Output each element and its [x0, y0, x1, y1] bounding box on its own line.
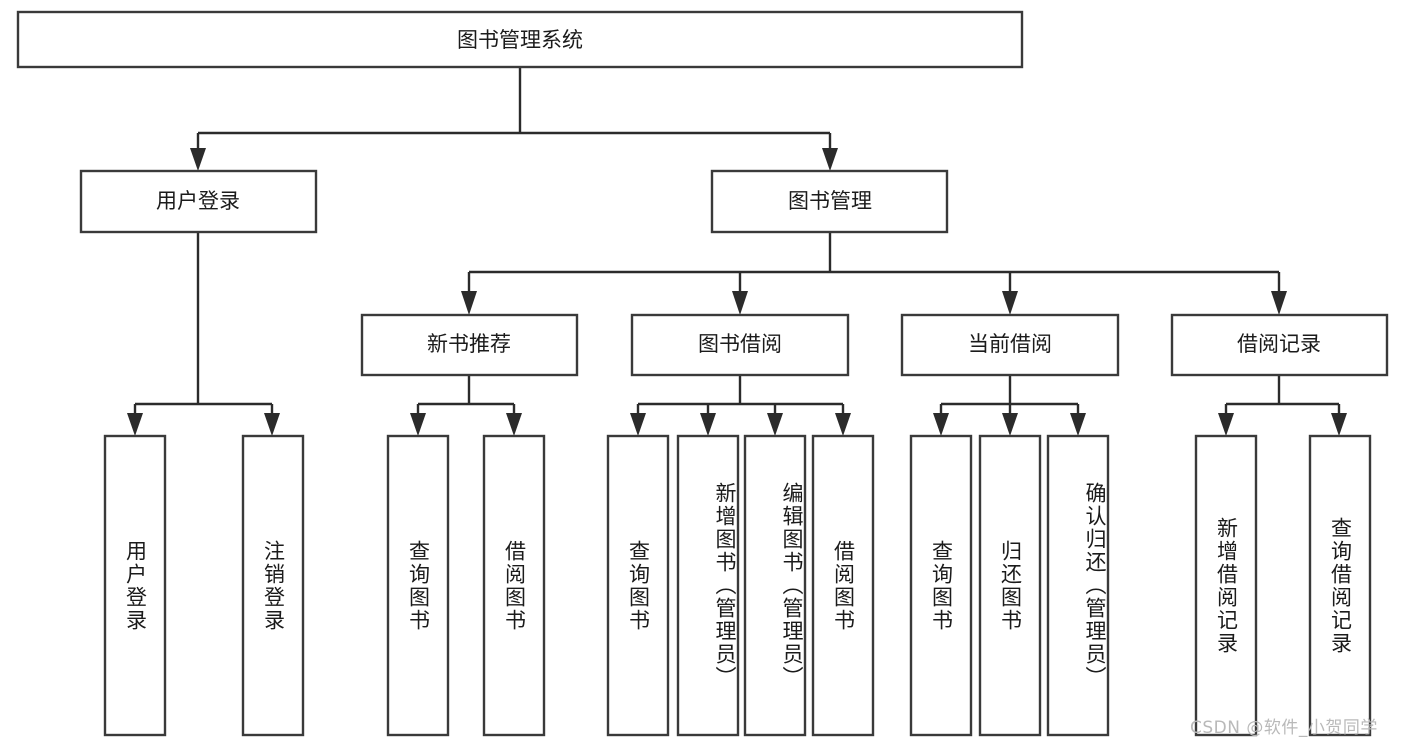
connectors-layer	[127, 67, 1347, 436]
nodes-layer: 图书管理系统 用户登录 图书管理 新书推荐 图书借阅 当前借阅 借阅记录	[16, 10, 1389, 737]
arrowhead-leaf-borrow-book-b	[835, 413, 851, 436]
node-user-login-label: 用户登录	[156, 189, 240, 213]
arrowhead-leaf-query-book-c	[933, 413, 949, 436]
leaf-box-borrow-book-a[interactable]	[482, 434, 546, 737]
leaf-box-user-login[interactable]	[103, 434, 167, 737]
node-current-borrow-box[interactable]	[900, 313, 1120, 377]
leaf-box-add-borrow-record[interactable]	[1194, 434, 1258, 737]
arrowhead-user-login	[190, 148, 206, 171]
leaf-box-query-book-a[interactable]	[386, 434, 450, 737]
arrowhead-leaf-add-book	[700, 413, 716, 436]
arrowhead-leaf-return-book	[1002, 413, 1018, 436]
leaf-box-return-book[interactable]	[978, 434, 1042, 737]
arrowhead-leaf-query-book-a	[410, 413, 426, 436]
arrowhead-leaf-confirm-return	[1070, 413, 1086, 436]
leaf-box-logout[interactable]	[241, 434, 305, 737]
node-book-manage-label: 图书管理	[788, 189, 872, 213]
leaf-box-query-book-c[interactable]	[909, 434, 973, 737]
leaf-box-edit-book-admin[interactable]	[743, 434, 807, 737]
leaf-box-borrow-book-b[interactable]	[811, 434, 875, 737]
node-user-login-box[interactable]	[79, 169, 318, 234]
node-book-borrow-label: 图书借阅	[698, 332, 782, 356]
leaf-box-query-book-b[interactable]	[606, 434, 670, 737]
node-current-borrow-label: 当前借阅	[968, 332, 1052, 356]
arrowhead-leaf-edit-book	[767, 413, 783, 436]
arrowhead-leaf-query-book-b	[630, 413, 646, 436]
leaf-box-confirm-return-admin[interactable]	[1046, 434, 1110, 737]
arrowhead-leaf-user-login	[127, 413, 143, 436]
arrowhead-book-manage	[822, 148, 838, 171]
arrowhead-current-borrow	[1002, 291, 1018, 315]
node-borrow-record-box[interactable]	[1170, 313, 1389, 377]
arrowhead-leaf-borrow-book-a	[506, 413, 522, 436]
node-root-label: 图书管理系统	[457, 28, 583, 52]
arrowhead-leaf-add-record	[1218, 413, 1234, 436]
arrowhead-leaf-query-record	[1331, 413, 1347, 436]
arrowhead-new-book-recommend	[461, 291, 477, 315]
leaf-box-add-book-admin[interactable]	[676, 434, 740, 737]
node-new-book-recommend-label: 新书推荐	[427, 332, 511, 356]
node-new-book-recommend-box[interactable]	[360, 313, 579, 377]
arrowhead-leaf-logout	[264, 413, 280, 436]
arrowhead-borrow-record	[1271, 291, 1287, 315]
node-book-borrow-box[interactable]	[630, 313, 850, 377]
node-book-manage-box[interactable]	[710, 169, 949, 234]
node-root-box[interactable]	[16, 10, 1024, 69]
csdn-watermark: CSDN @软件_小贺同学	[1190, 718, 1378, 738]
node-borrow-record-label: 借阅记录	[1237, 332, 1321, 356]
arrowhead-book-borrow	[732, 291, 748, 315]
leaf-box-query-borrow-record[interactable]	[1308, 434, 1372, 737]
